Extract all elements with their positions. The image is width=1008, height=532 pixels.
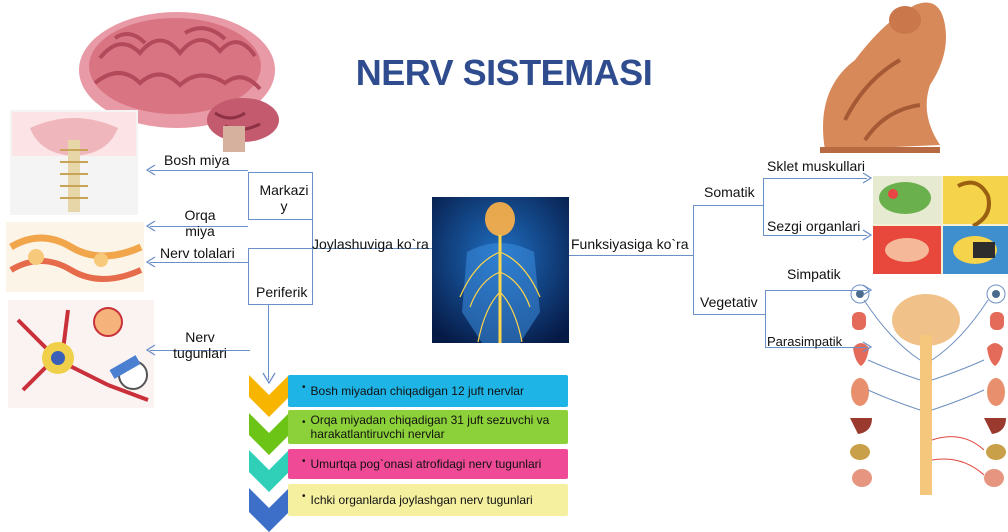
label-bosh-miya: Bosh miya: [164, 152, 229, 168]
list-item-text: Orqa miyadan chiqadigan 31 juft sezuvchi…: [311, 413, 558, 441]
list-item: • Ichki organlarda joylashgan nerv tugun…: [288, 484, 568, 516]
label-simpatik: Simpatik: [787, 266, 841, 282]
arrow-head-6: [862, 229, 872, 241]
arrow-sezgi: [763, 235, 867, 236]
arrow-down-list: [268, 305, 269, 380]
list-item-text: Ichki organlarda joylashgan nerv tugunla…: [311, 493, 533, 507]
periferik-top-line: [248, 248, 313, 249]
arrow-head-4: [146, 344, 156, 356]
arrow-head-8: [862, 341, 872, 353]
label-somatik: Somatik: [704, 184, 755, 200]
periferik-bottom-line: [248, 304, 313, 305]
periferik-vertical-line: [248, 248, 249, 305]
bullet-icon: •: [302, 455, 306, 469]
arrow-simpatik: [765, 290, 867, 291]
chevron-1: [249, 375, 289, 417]
chevron-2: [249, 413, 289, 455]
label-nerv-tolalari: Nerv tolalari: [160, 245, 235, 261]
label-joylashuviga: Joylashuviga ko`ra: [312, 236, 436, 252]
label-nerv-tugunlari: Nerv tugunlari: [168, 329, 232, 361]
list-item: • Orqa miyadan chiqadigan 31 juft sezuvc…: [288, 410, 568, 444]
label-sklet-muskullari: Sklet muskullari: [767, 158, 865, 174]
label-parasimpatik: Parasimpatik: [767, 334, 842, 350]
label-markaziy: Markaziy: [258, 182, 310, 214]
label-sezgi-organlari: Sezgi organlari: [767, 218, 860, 234]
label-orqa-miya: Orqa miya: [180, 207, 220, 239]
bullet-icon: •: [302, 416, 306, 430]
right-trunk-line: [693, 205, 694, 315]
arrow-head-1: [146, 164, 156, 176]
muscle-figure-image: [805, 0, 955, 158]
arrow-head-3: [146, 256, 156, 268]
label-periferik: Periferik: [256, 284, 307, 300]
arrow-bosh-miya: [150, 170, 248, 171]
root-right-line: [569, 255, 694, 256]
markaziy-bottom-line: [248, 219, 313, 220]
bullet-icon: •: [302, 490, 306, 504]
spinal-cord-image: [10, 110, 138, 215]
vegetativ-vertical: [765, 290, 766, 348]
chevron-3: [249, 450, 289, 492]
neuron-image: [8, 300, 154, 408]
nervous-system-body-image: [432, 197, 569, 343]
arrow-head-2: [146, 220, 156, 232]
somatik-line: [693, 205, 763, 206]
autonomic-organs-image: [848, 280, 1008, 506]
vegetativ-line: [693, 314, 765, 315]
arrow-head-7: [862, 284, 872, 296]
arrow-nerv-tolalari: [150, 262, 248, 263]
markaziy-top-line: [248, 172, 313, 173]
list-item: • Bosh miyadan chiqadigan 12 juft nervla…: [288, 375, 568, 407]
label-funksiyasiga: Funksiyasiga ko`ra: [571, 236, 695, 252]
list-item: • Umurtqa pog`onasi atrofidagi nerv tugu…: [288, 449, 568, 479]
chevron-4: [249, 488, 289, 532]
somatik-vertical: [763, 178, 764, 236]
sense-organs-image: [873, 176, 1008, 274]
nerve-fibers-image: [6, 222, 144, 292]
arrow-sklet: [763, 178, 867, 179]
markaziy-vertical-line: [248, 172, 249, 220]
list-item-text: Bosh miyadan chiqadigan 12 juft nervlar: [311, 384, 524, 398]
label-vegetativ: Vegetativ: [700, 294, 758, 310]
bullet-icon: •: [302, 381, 306, 395]
list-item-text: Umurtqa pog`onasi atrofidagi nerv tugunl…: [311, 457, 542, 471]
